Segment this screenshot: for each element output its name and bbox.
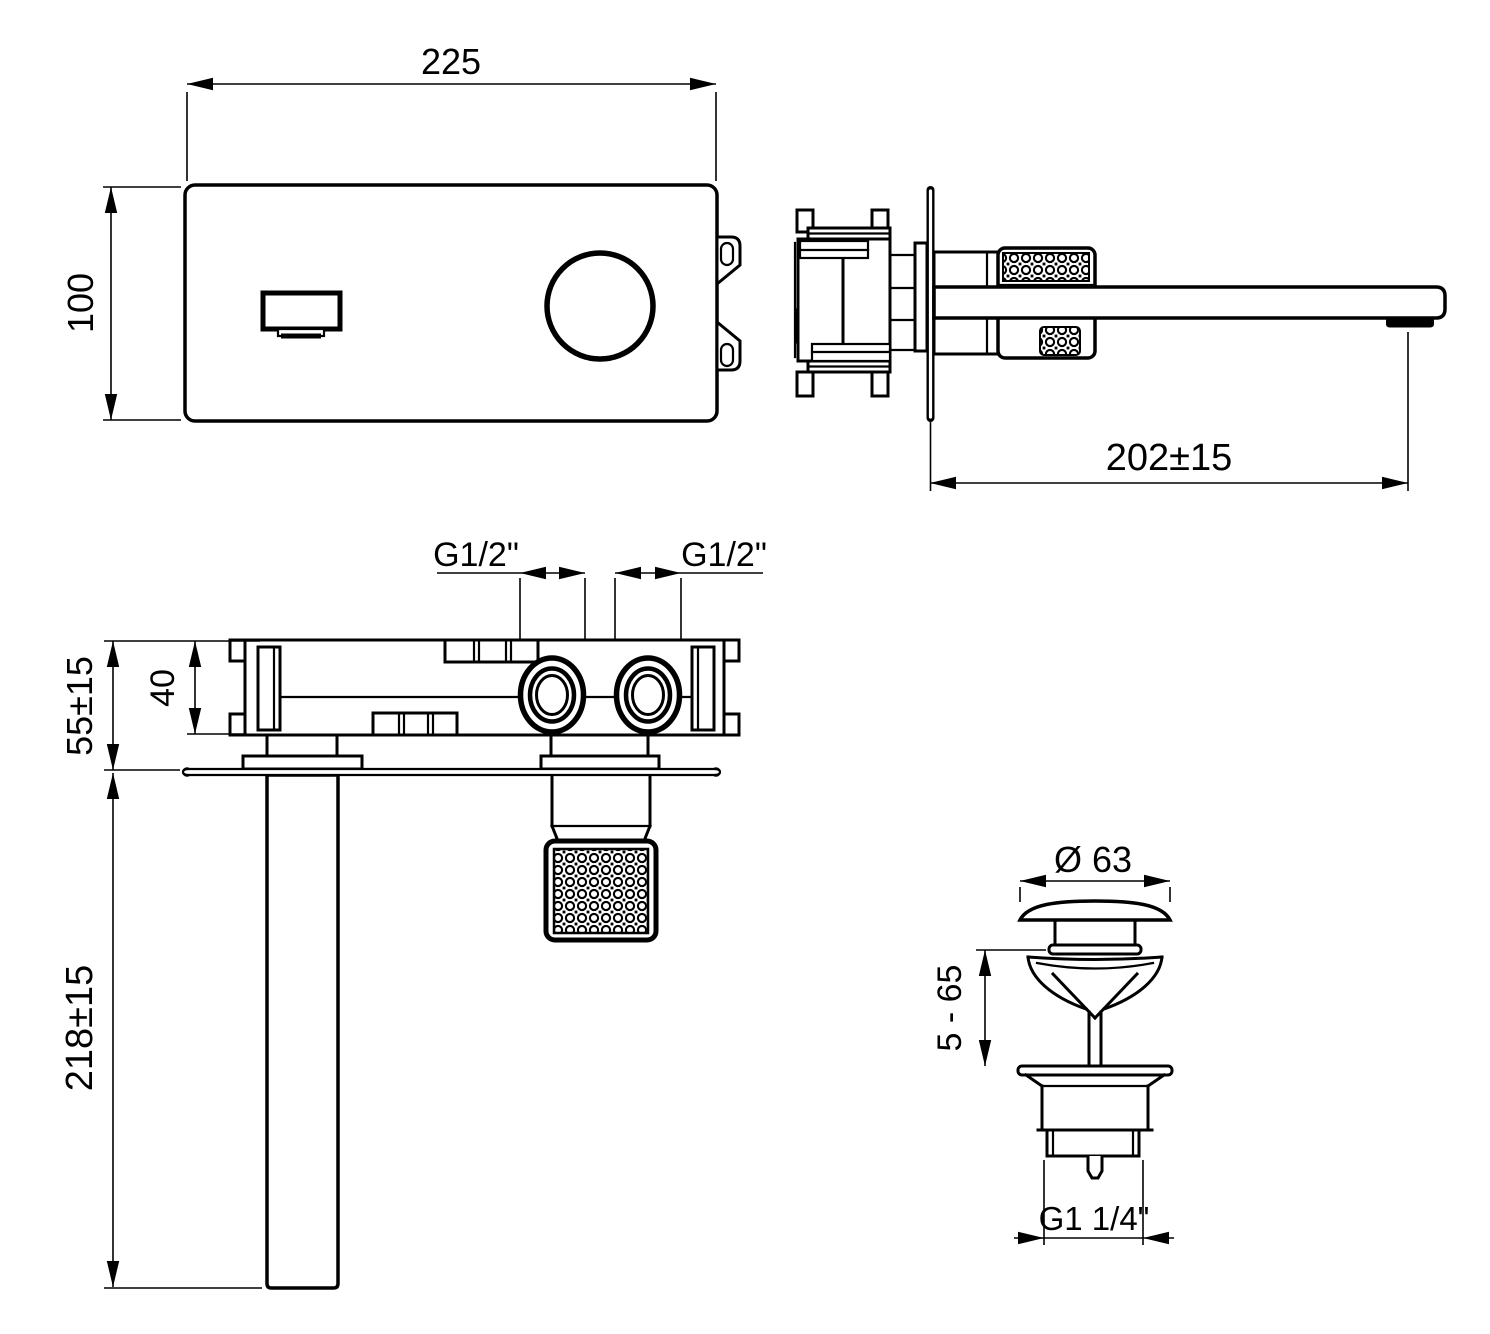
body-tab-group-bottom bbox=[371, 711, 459, 737]
handle-knurl-top bbox=[552, 847, 650, 935]
dim-label-drain-cap: Ø 63 bbox=[1054, 839, 1132, 880]
arrowhead bbox=[104, 187, 118, 213]
face-plate bbox=[183, 183, 719, 423]
arrowhead bbox=[978, 1040, 992, 1066]
spout-mount-step bbox=[265, 733, 339, 758]
mounting-tab-bottom bbox=[715, 318, 742, 372]
mounting-slot-icon bbox=[719, 241, 735, 267]
drain-pin bbox=[1086, 1154, 1104, 1180]
arrowhead bbox=[559, 566, 585, 580]
arrowhead bbox=[188, 708, 202, 734]
arrowhead bbox=[655, 566, 681, 580]
dimension-front-width: 225 bbox=[186, 41, 717, 181]
handle-knurl-patch bbox=[1039, 326, 1081, 356]
arrowhead bbox=[104, 394, 118, 420]
arrowhead bbox=[106, 773, 120, 799]
arrowhead bbox=[106, 1261, 120, 1287]
dimension-drain-adjust: 5 - 65 bbox=[931, 949, 1046, 1066]
dim-label-wall-depth: 55±15 bbox=[59, 656, 100, 756]
arrowhead bbox=[978, 950, 992, 976]
arrowhead bbox=[1143, 1231, 1169, 1245]
dimension-front-height: 100 bbox=[60, 186, 181, 421]
face-plate-edge bbox=[181, 767, 722, 777]
dimension-spout-reach: 202±15 bbox=[929, 332, 1409, 491]
arrowhead bbox=[188, 641, 202, 667]
dim-label-spout-drop: 218±15 bbox=[59, 965, 101, 1092]
mounting-tab-top bbox=[715, 235, 742, 288]
arrowhead bbox=[106, 641, 120, 667]
dimension-body-depth: 40 bbox=[104, 640, 260, 735]
inlet-port-left bbox=[517, 655, 587, 735]
valve-body-bottom bbox=[228, 638, 741, 771]
drain-cap bbox=[1017, 899, 1173, 956]
arrowhead bbox=[187, 77, 213, 91]
dim-label-spout-reach: 202±15 bbox=[1106, 437, 1233, 479]
dim-label-drain-thread: G1 1/4" bbox=[1039, 1200, 1150, 1237]
dimension-drain-thread: G1 1/4" bbox=[1014, 1160, 1174, 1245]
handle-mount-step bbox=[549, 733, 650, 758]
dim-label-front-width: 225 bbox=[421, 41, 481, 82]
spout-outlet-front bbox=[260, 290, 343, 339]
spout-side bbox=[932, 285, 1447, 320]
control-knob-front bbox=[544, 250, 656, 362]
arrowhead bbox=[1382, 476, 1408, 490]
arrowhead bbox=[106, 744, 120, 770]
drain-body bbox=[1016, 1064, 1174, 1180]
dimension-wall-depth: 55±15 bbox=[59, 641, 180, 771]
dim-label-front-height: 100 bbox=[60, 273, 101, 333]
mounting-slot-icon bbox=[719, 342, 735, 368]
dim-label-body-depth: 40 bbox=[144, 669, 182, 707]
arrowhead bbox=[930, 476, 956, 490]
drain-funnel bbox=[1026, 955, 1164, 1068]
arrowhead bbox=[1144, 874, 1170, 888]
connector-plate bbox=[913, 241, 929, 353]
dimension-spout-drop: 218±15 bbox=[59, 773, 262, 1289]
spout-tube-top bbox=[265, 773, 340, 1290]
spout-mount-base bbox=[241, 754, 364, 771]
rough-in-body bbox=[793, 208, 929, 398]
aerator bbox=[1386, 318, 1434, 328]
body-tab-group-top bbox=[443, 638, 540, 664]
front-view: 225 100 bbox=[60, 41, 742, 423]
drain-view: Ø 63 bbox=[931, 839, 1174, 1245]
bottom-view: G1/2" G1/2" bbox=[59, 536, 767, 1290]
dim-label-inlet-right: G1/2" bbox=[681, 536, 767, 574]
side-view: 202±15 bbox=[793, 186, 1447, 491]
arrowhead bbox=[615, 566, 641, 580]
drain-flange bbox=[1016, 1064, 1174, 1077]
dimension-drain-cap: Ø 63 bbox=[1019, 839, 1171, 902]
handle-top bbox=[543, 773, 659, 943]
handle-knurl-band bbox=[1002, 252, 1090, 282]
drain-thread-section bbox=[1045, 1128, 1141, 1158]
arrowhead bbox=[520, 566, 546, 580]
arrowhead bbox=[1020, 874, 1046, 888]
handle-mount-base bbox=[539, 754, 661, 771]
arrowhead bbox=[690, 77, 716, 91]
dimension-inlet-right: G1/2" bbox=[614, 536, 767, 657]
arrowhead bbox=[1018, 1231, 1044, 1245]
dimension-inlet-left: G1/2" bbox=[433, 536, 586, 657]
inlet-port-right bbox=[613, 655, 683, 735]
dim-label-drain-adjust: 5 - 65 bbox=[931, 965, 969, 1052]
dim-label-inlet-left: G1/2" bbox=[433, 536, 519, 574]
